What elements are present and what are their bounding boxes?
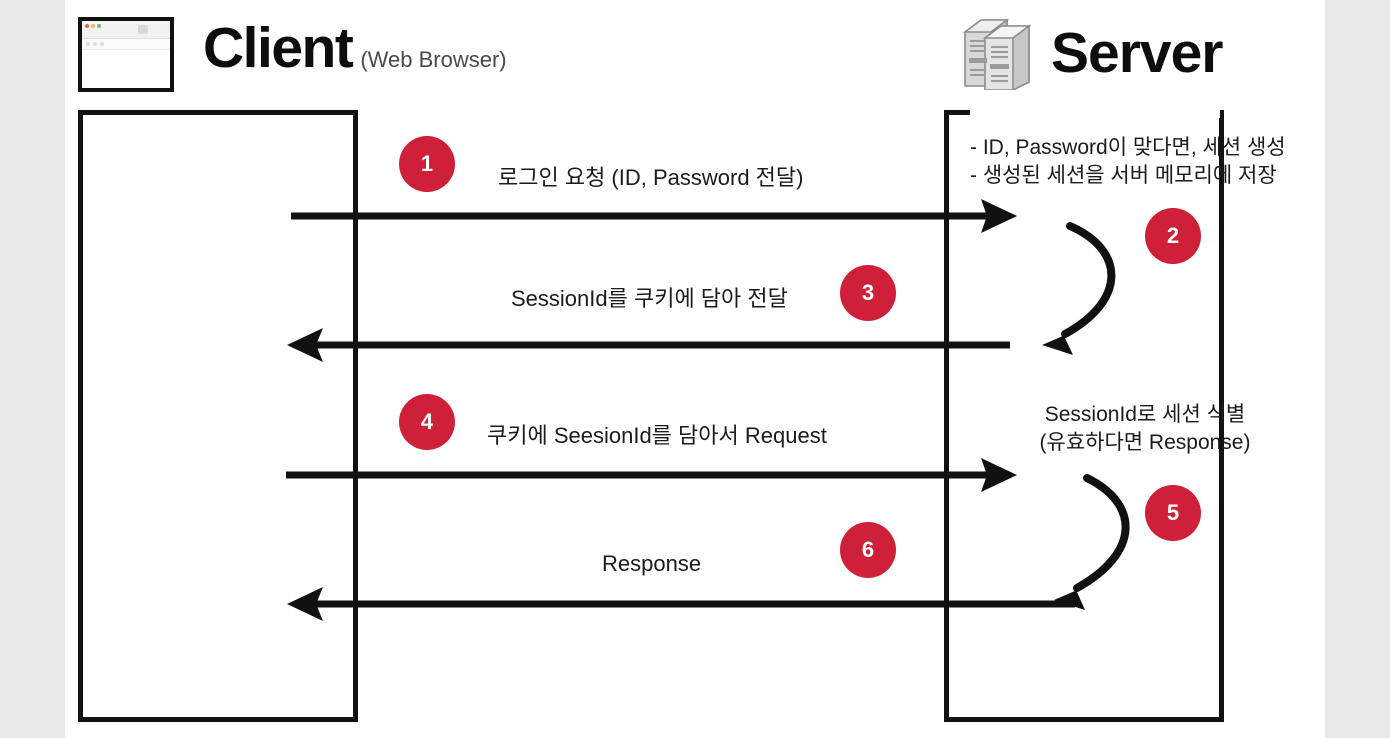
server-note-step-5-line-2: (유효하다면 Response) — [1039, 431, 1251, 455]
arrow-layer — [286, 199, 1130, 621]
server-rack-icon — [962, 18, 1032, 90]
browser-traffic-lights-icon — [85, 24, 101, 28]
step-badge-5[interactable]: 5 — [1145, 485, 1201, 541]
arrow-step-4 — [286, 458, 1017, 492]
step-badge-4[interactable]: 4 — [399, 394, 455, 450]
server-note-step-5: SessionId로 세션 식별 (유효하다면 Response) — [1020, 401, 1270, 458]
browser-toolbar — [82, 39, 170, 50]
step-badge-2[interactable]: 2 — [1145, 208, 1201, 264]
browser-tab-icon — [138, 25, 148, 34]
client-title-text: Client — [203, 16, 354, 80]
arrow-step-2-curved — [1042, 222, 1116, 355]
arrow-step-5-curved — [1054, 474, 1130, 610]
server-note-border-gap — [970, 106, 1220, 118]
browser-window-icon — [78, 17, 174, 92]
step-label-3: SessionId를 쿠키에 담아 전달 — [511, 286, 788, 311]
server-note-step-2: - ID, Password이 맞다면, 세션 생성 - 생성된 세션을 서버 … — [970, 134, 1286, 191]
arrow-step-3 — [287, 328, 1010, 362]
step-badge-1[interactable]: 1 — [399, 136, 455, 192]
step-badge-6[interactable]: 6 — [840, 522, 896, 578]
server-note-step-2-line-2: - 생성된 세션을 서버 메모리에 저장 — [970, 164, 1277, 188]
client-lifeline-box — [78, 110, 358, 722]
step-badge-3[interactable]: 3 — [840, 265, 896, 321]
server-title: Server — [955, 12, 1223, 90]
client-title: Client(Web Browser) — [203, 20, 507, 77]
browser-chrome-bar — [82, 21, 170, 39]
server-note-step-5-line-1: SessionId로 세션 식별 — [1044, 403, 1246, 426]
server-note-step-2-line-1: - ID, Password이 맞다면, 세션 생성 — [970, 136, 1286, 159]
step-label-4: 쿠키에 SeesionId를 담아서 Request — [487, 423, 827, 448]
diagram-canvas: Client(Web Browser) — [65, 0, 1325, 738]
step-label-6: Response — [602, 551, 702, 576]
server-title-text: Server — [1051, 20, 1223, 85]
arrow-step-1 — [291, 199, 1017, 233]
arrow-step-6 — [287, 587, 1075, 621]
client-subtitle: (Web Browser) — [360, 47, 507, 72]
step-label-1: 로그인 요청 (ID, Password 전달) — [498, 165, 804, 190]
